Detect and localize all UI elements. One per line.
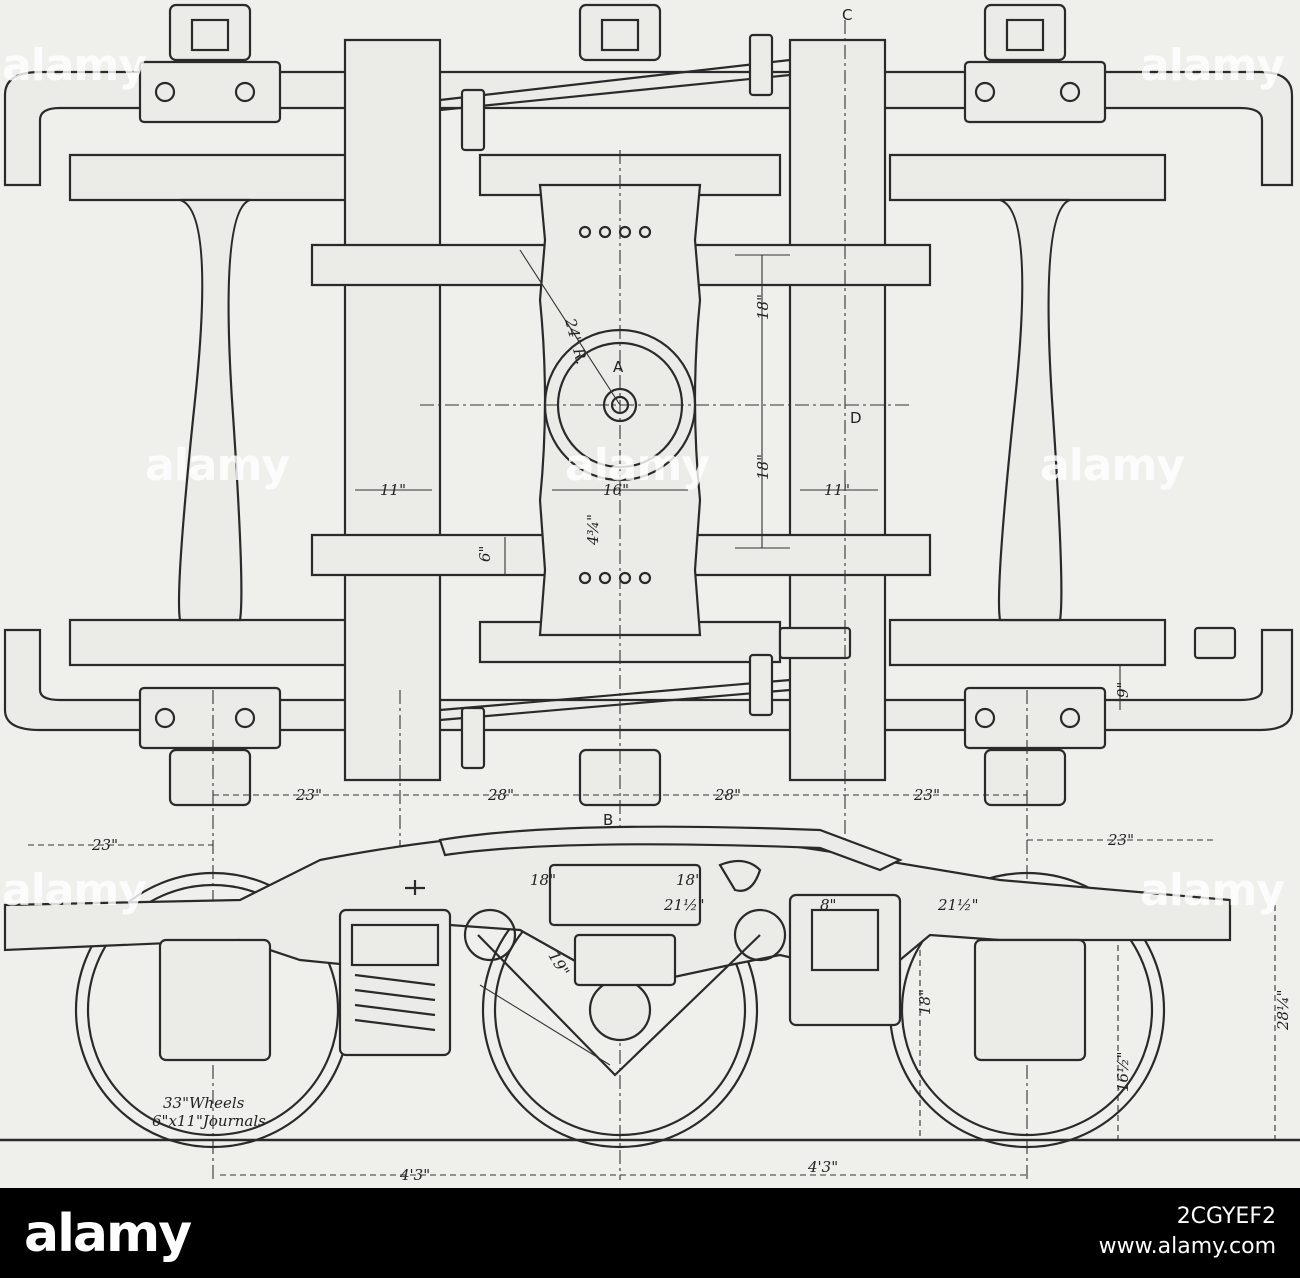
label-point-d: D <box>850 409 862 427</box>
footer-logo: alamy <box>24 1204 192 1264</box>
dim-side-right-23: 23" <box>1107 831 1134 849</box>
watermark-brand: alamy <box>1040 440 1185 491</box>
wheels-note-line2: 6"x11"Journals <box>152 1112 266 1130</box>
dim-right-sill: 11" <box>824 481 850 499</box>
point-labels: A B C D 33"Wheels 6"x11"Journals <box>152 6 862 1130</box>
dim-lower-18-left: 18" <box>530 871 556 889</box>
dim-wheelbase-right: 4'3" <box>807 1158 838 1176</box>
watermark-brand: alamy <box>1140 40 1285 91</box>
watermark-brand: alamy <box>1140 865 1285 916</box>
dim-lower-18-right: 18" <box>676 871 702 889</box>
dim-side-bearing: 9" <box>1114 682 1132 698</box>
dim-axle-height: 16½" <box>1114 1051 1132 1092</box>
dim-wheelbase-left: 4'3" <box>399 1166 430 1184</box>
top-journal-boxes <box>168 3 1067 62</box>
dim-top-28-left: 28" <box>487 786 514 804</box>
dim-box-18: 18" <box>916 989 934 1015</box>
truck-drawing-svg: A B C D 33"Wheels 6"x11"Journals 24" R. … <box>0 3 1300 1184</box>
elevation-view <box>0 825 1300 1149</box>
footer-site: www.alamy.com <box>1098 1234 1276 1259</box>
footer-meta: 2CGYEF2 www.alamy.com <box>1099 1202 1276 1262</box>
dim-center-offset: 4¾" <box>584 514 602 546</box>
dim-top-28-right: 28" <box>714 786 741 804</box>
watermark-brand: alamy <box>2 865 147 916</box>
dim-spring-plank: 6" <box>476 546 494 562</box>
wheels-note-line1: 33"Wheels <box>163 1094 245 1112</box>
dim-center-plate: 16" <box>603 481 629 499</box>
dim-top-left-23: 23" <box>295 786 322 804</box>
watermark-brand: alamy <box>565 440 710 491</box>
label-point-a: A <box>613 358 624 376</box>
transoms <box>343 38 887 782</box>
dim-center-8: 8" <box>820 896 836 914</box>
dim-left-sill: 11" <box>380 481 406 499</box>
label-point-b: B <box>603 811 613 829</box>
dim-bolster-upper: 18" <box>754 294 772 320</box>
brake-rigging-plan <box>439 33 1237 770</box>
dim-top-right-23: 23" <box>913 786 940 804</box>
image-id: 2CGYEF2 <box>1176 1204 1276 1229</box>
dim-side-left-23: 23" <box>91 836 118 854</box>
technical-drawing: A B C D 33"Wheels 6"x11"Journals 24" R. … <box>0 0 1300 1188</box>
dim-total-height: 28¼" <box>1274 989 1292 1031</box>
stock-footer: alamy 2CGYEF2 www.alamy.com <box>0 1188 1300 1278</box>
watermark-brand: alamy <box>2 40 147 91</box>
dim-bolster-lower: 18" <box>754 454 772 480</box>
bottom-side-frame <box>3 628 1294 807</box>
label-point-c: C <box>842 6 852 24</box>
top-side-frame <box>3 60 1294 187</box>
dim-half-21-left: 21½" <box>663 896 705 914</box>
watermark-brand: alamy <box>145 440 290 491</box>
dim-half-21-right: 21½" <box>937 896 979 914</box>
